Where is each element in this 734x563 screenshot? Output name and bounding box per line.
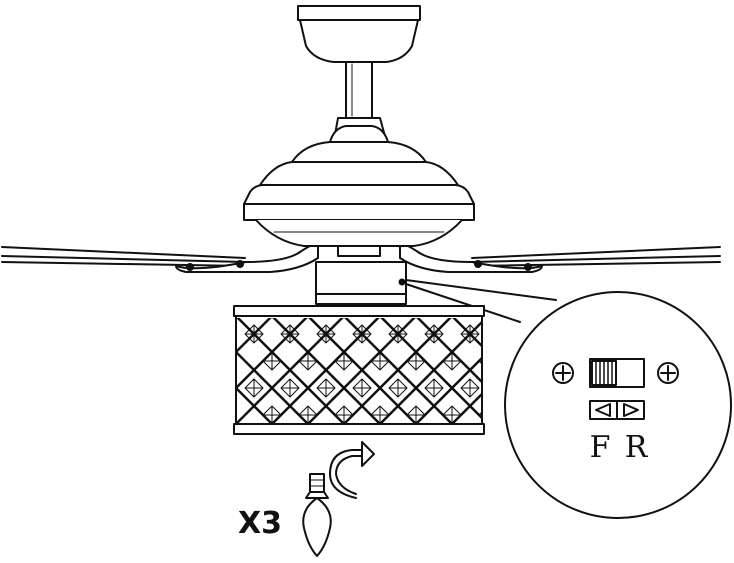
shade-diamond-facet [424, 324, 444, 344]
shade-diamond-facet [370, 351, 390, 371]
reverse-label: R [625, 430, 649, 465]
shade-diamond-facet [316, 324, 336, 344]
direction-indicator [589, 400, 645, 420]
motor-housing [243, 117, 475, 247]
shade-diamond-facet [316, 378, 336, 398]
shade-diamond-facet [280, 378, 300, 398]
downrod [345, 61, 373, 119]
shade-lattice-bar [414, 356, 482, 424]
shade-diamond-facet [298, 351, 318, 371]
screw-icon-right [657, 362, 679, 384]
shade-diamond-facet [460, 324, 480, 344]
shade-diamond-facet [406, 351, 426, 371]
shade-diamond-facet [442, 405, 462, 424]
forward-label: F [590, 430, 611, 465]
shade-lattice-bar [0, 316, 92, 424]
shade-diamond-facet [497, 325, 515, 343]
shade-diamond-facet [388, 378, 408, 398]
light-bulb-icon [302, 473, 332, 557]
shade-lattice-bar [0, 316, 20, 424]
shade-diamond-facet [424, 378, 444, 398]
shade-diamond-facet [262, 405, 282, 424]
reverse-switch-callout [504, 291, 732, 519]
shade-diamond-facet [280, 324, 300, 344]
shade-lattice-bar [20, 316, 128, 424]
ceiling-canopy [297, 5, 421, 63]
shade-diamond-facet [460, 378, 480, 398]
right-blade [399, 245, 721, 273]
shade-diamond-facet [244, 378, 264, 398]
shade-lattice-bar [128, 316, 236, 424]
left-blade [1, 245, 319, 273]
bulb-quantity-label: X3 [238, 506, 282, 541]
shade-lattice-bar [450, 392, 482, 424]
shade-diamond-facet [352, 378, 372, 398]
callout-leader [405, 279, 557, 323]
screw-icon-left [552, 362, 574, 384]
shade-diamond-facet [262, 351, 282, 371]
shade-diamond-facet [334, 351, 354, 371]
shade-lattice-bar [92, 316, 200, 424]
reverse-slide-switch [589, 358, 645, 388]
shade-lattice-bar [236, 422, 238, 424]
shade-diamond-facet [406, 405, 426, 424]
rotate-arrow-icon [329, 441, 375, 499]
shade-lattice-bar [20, 316, 128, 424]
shade-lattice-bar [0, 316, 56, 424]
shade-diamond-facet [442, 351, 462, 371]
shade-lattice-bar [56, 316, 164, 424]
shade-diamond-facet [298, 405, 318, 424]
shade-diamond-facet [370, 405, 390, 424]
shade-diamond-facet [388, 324, 408, 344]
shade-diamond-facet [352, 324, 372, 344]
shade-lattice-bar [56, 316, 164, 424]
shade-diamond-facet [334, 405, 354, 424]
light-kit-shade [0, 305, 515, 435]
switch-housing [315, 245, 407, 305]
shade-diamond-facet [244, 324, 264, 344]
shade-lattice-bar [92, 316, 200, 424]
